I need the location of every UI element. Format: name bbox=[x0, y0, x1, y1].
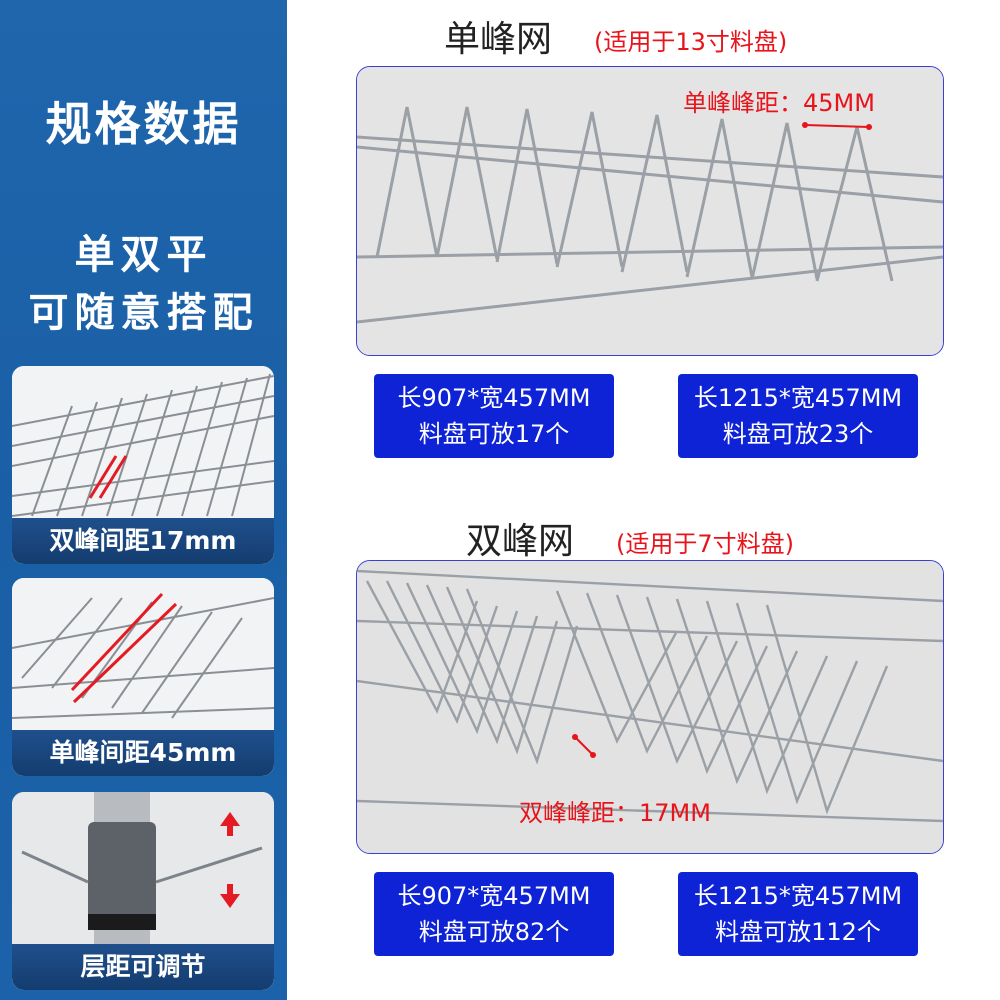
double-spec-1215: 长1215*宽457MM 料盘可放112个 bbox=[678, 872, 918, 956]
double-section-title: 双峰网 bbox=[466, 521, 575, 562]
double-peak-rack-image bbox=[357, 561, 943, 853]
sidebar-title: 规格数据 bbox=[45, 97, 242, 151]
single-spec-907-size: 长907*宽457MM bbox=[397, 384, 591, 412]
single-peak-photo: 单峰峰距：45MM bbox=[356, 66, 944, 356]
single-spec-1215-size: 长1215*宽457MM bbox=[693, 384, 903, 412]
sidebar: 规格数据 单双平 可随意搭配 双峰间距17mm bbox=[0, 0, 287, 1000]
double-section-note: (适用于7寸料盘) bbox=[616, 530, 794, 558]
double-spec-907: 长907*宽457MM 料盘可放82个 bbox=[374, 872, 614, 956]
single-spec-1215-capacity: 料盘可放23个 bbox=[722, 420, 874, 448]
thumb-double-peak: 双峰间距17mm bbox=[12, 366, 274, 564]
thumb-caption-adjustable: 层距可调节 bbox=[12, 944, 274, 990]
double-spec-1215-size: 长1215*宽457MM bbox=[693, 882, 903, 910]
single-spec-907-capacity: 料盘可放17个 bbox=[418, 420, 570, 448]
single-peak-rack-image bbox=[357, 67, 943, 355]
tagline-line1: 单双平 bbox=[74, 232, 213, 278]
single-spec-1215: 长1215*宽457MM 料盘可放23个 bbox=[678, 374, 918, 458]
thumb-adjustable: 层距可调节 bbox=[12, 792, 274, 990]
thumb-single-peak: 单峰间距45mm bbox=[12, 578, 274, 776]
double-peak-photo: 双峰峰距：17MM bbox=[356, 560, 944, 854]
single-section-note: (适用于13寸料盘) bbox=[594, 28, 788, 56]
double-peak-measure: 双峰峰距：17MM bbox=[519, 799, 711, 827]
thumb-caption-double: 双峰间距17mm bbox=[12, 518, 274, 564]
double-spec-907-capacity: 料盘可放82个 bbox=[418, 918, 570, 946]
single-section-title: 单峰网 bbox=[444, 19, 553, 60]
single-peak-measure: 单峰峰距：45MM bbox=[683, 89, 875, 117]
single-spec-907: 长907*宽457MM 料盘可放17个 bbox=[374, 374, 614, 458]
tagline-line2: 可随意搭配 bbox=[28, 290, 259, 336]
double-spec-1215-capacity: 料盘可放112个 bbox=[715, 918, 881, 946]
double-spec-907-size: 长907*宽457MM bbox=[397, 882, 591, 910]
thumb-caption-single: 单峰间距45mm bbox=[12, 730, 274, 776]
